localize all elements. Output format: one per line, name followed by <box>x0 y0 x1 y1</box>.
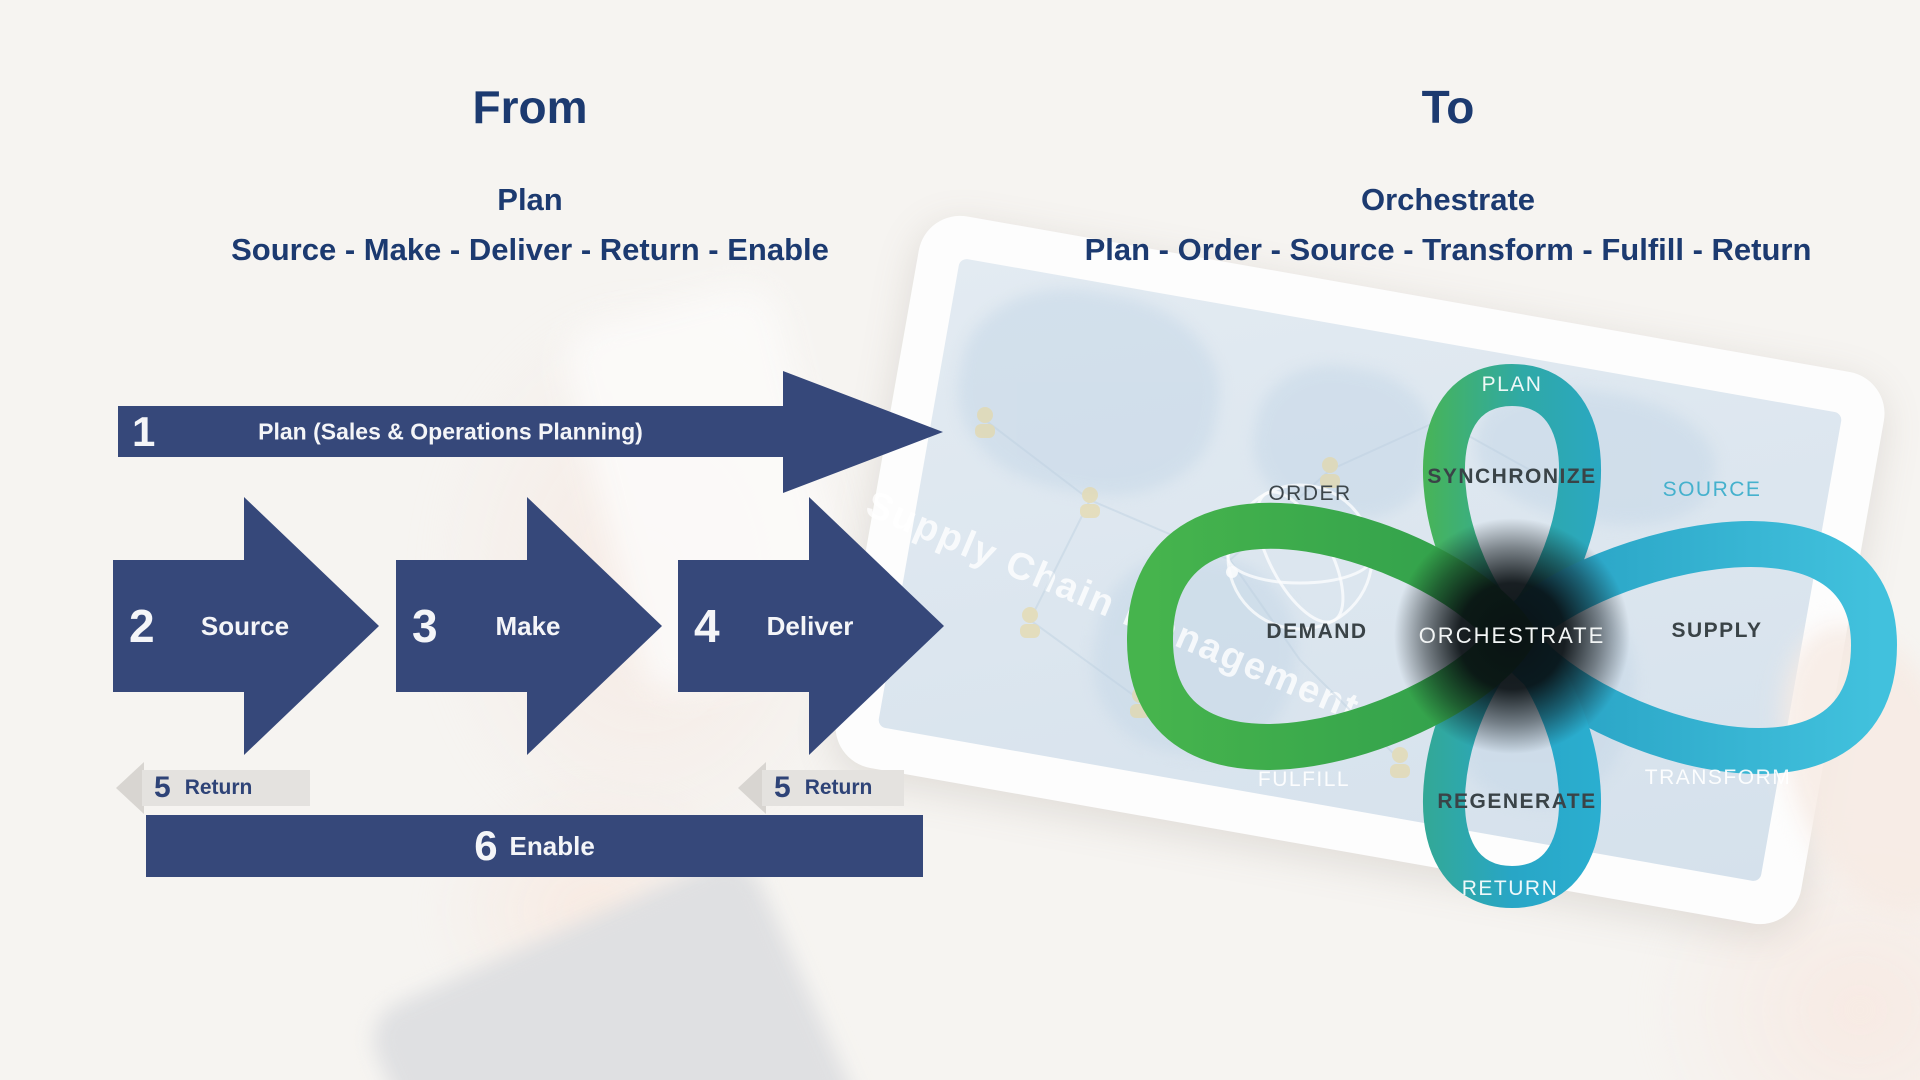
arrow-plan-head <box>783 371 943 493</box>
loop-label-synchronize: SYNCHRONIZE <box>1427 465 1597 488</box>
return-right: 5 Return <box>762 770 904 806</box>
loop-label-plan: PLAN <box>1481 373 1543 396</box>
right-heading-block: To Orchestrate Plan - Order - Source - T… <box>998 84 1898 267</box>
loop-petal-left <box>1127 502 1535 770</box>
arrow-source-number: 2 <box>129 600 155 652</box>
loop-label-source: SOURCE <box>1662 478 1762 501</box>
return-left-label: Return <box>184 776 253 799</box>
return-left-number: 5 <box>154 771 171 804</box>
loop-label-demand: DEMAND <box>1266 620 1368 643</box>
right-title: To <box>1421 81 1475 133</box>
arrow-source-label: Source <box>200 611 290 641</box>
arrow-plan-number: 1 <box>132 407 156 455</box>
right-subtitle-line1: Orchestrate <box>1360 182 1536 217</box>
enable-number: 6 <box>474 822 498 869</box>
arrow-plan: 1 Plan (Sales & Operations Planning) <box>118 406 783 457</box>
arrow-source: 2 <box>113 560 244 692</box>
arrow-make-label: Make <box>495 611 561 641</box>
left-title: From <box>472 81 588 133</box>
return-left-arrowhead <box>116 762 144 814</box>
return-right-label: Return <box>804 776 873 799</box>
loop-label-fulfill: FULFILL <box>1257 768 1351 791</box>
left-heading-block: From Plan Source - Make - Deliver - Retu… <box>80 84 980 267</box>
arrow-plan-label: Plan (Sales & Operations Planning) <box>258 418 643 444</box>
right-subtitle-line2: Plan - Order - Source - Transform - Fulf… <box>1084 231 1812 267</box>
return-right-number: 5 <box>774 771 791 804</box>
return-left: 5 Return <box>142 770 310 806</box>
arrow-source-head <box>244 497 379 755</box>
orchestrate-hub <box>1394 518 1630 754</box>
loop-label-regenerate: REGENERATE <box>1437 790 1597 813</box>
left-subtitle-line1: Plan <box>497 182 563 217</box>
left-subtitle-line2: Source - Make - Deliver - Return - Enabl… <box>231 231 829 267</box>
loop-label-supply: SUPPLY <box>1671 619 1763 642</box>
loop-label-order: ORDER <box>1268 482 1352 505</box>
enable-label: Enable <box>509 830 595 861</box>
loop-label-return: RETURN <box>1461 877 1559 900</box>
arrow-deliver-label: Deliver <box>766 611 854 641</box>
enable-bar: 6 Enable <box>146 815 923 877</box>
loop-label-orchestrate: ORCHESTRATE <box>1418 623 1606 648</box>
loop-label-transform: TRANSFORM <box>1644 766 1792 789</box>
